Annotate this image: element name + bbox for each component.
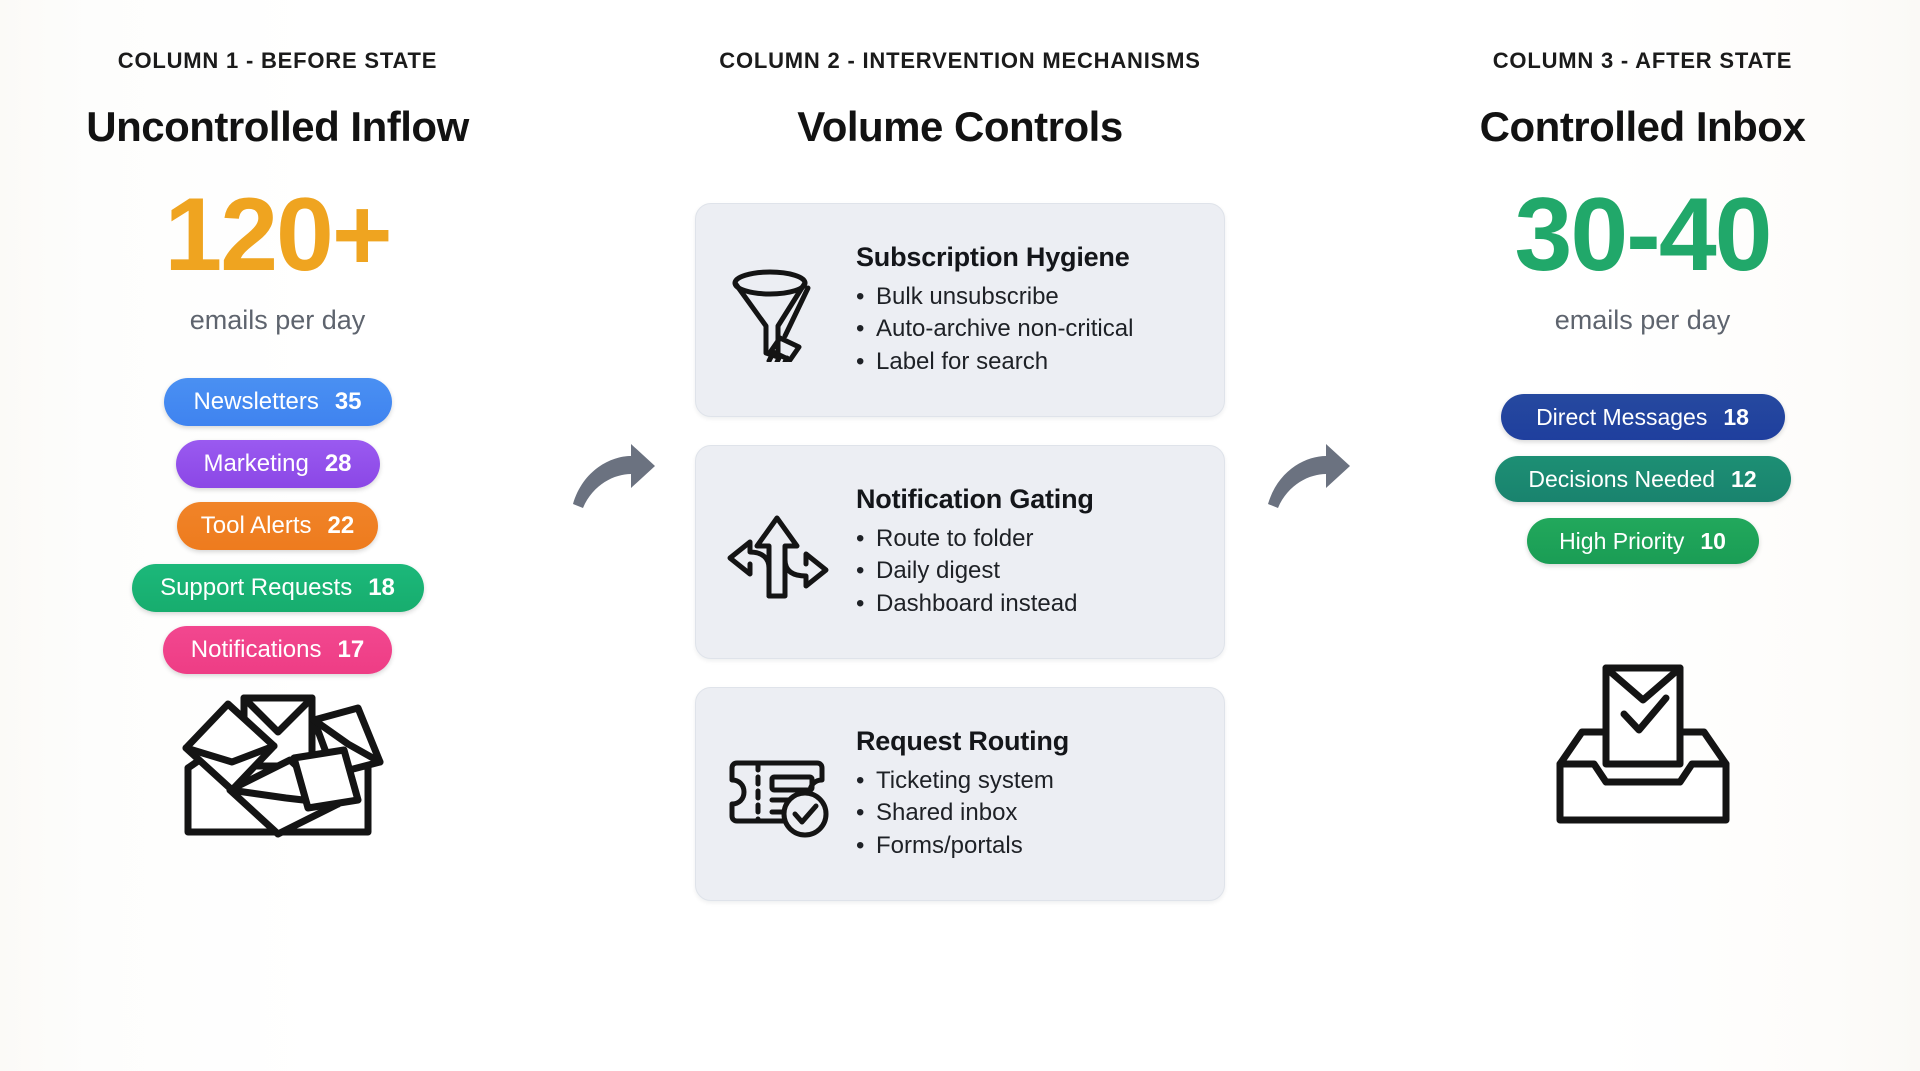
mechanism-card-request-routing[interactable]: Request Routing Ticketing system Shared … [695,687,1225,901]
three-way-arrow-icon [718,493,836,611]
card-3-body: Request Routing Ticketing system Shared … [856,726,1198,863]
column-after-state: COLUMN 3 - AFTER STATE Controlled Inbox … [1365,0,1920,1071]
messy-mailbox-illustration [0,662,555,840]
before-pill-2-count: 28 [324,450,352,477]
before-pill-4-count: 18 [368,574,395,601]
messy-mailbox-icon [182,694,383,838]
before-pill-2[interactable]: Marketing 28 [175,440,380,488]
before-pill-4[interactable]: Support Requests 18 [131,564,424,612]
card-3-title: Request Routing [856,725,1069,756]
column-1-kicker: COLUMN 1 - BEFORE STATE [117,48,438,73]
funnel-broom-icon [718,251,836,369]
card-3-bullet-1: Ticketing system [856,765,1198,798]
after-pill-1-count: 18 [1723,403,1749,430]
before-pill-3-label: Tool Alerts [200,512,312,539]
after-pill-2-label: Decisions Needed [1528,465,1716,492]
card-1-bullet-2: Auto-archive non-critical [856,313,1198,346]
after-pill-2[interactable]: Decisions Needed 12 [1494,456,1791,502]
after-pill-2-count: 12 [1731,465,1757,492]
flow-arrow-1-icon [572,444,655,508]
after-pill-3-count: 10 [1700,527,1726,554]
card-2-bullets: Route to folder Daily digest Dashboard i… [856,523,1198,621]
after-pill-3[interactable]: High Priority 10 [1526,518,1759,564]
card-2-bullet-2: Daily digest [856,555,1198,588]
before-pill-4-label: Support Requests [160,574,353,601]
column-intervention-mechanisms: COLUMN 2 - INTERVENTION MECHANISMS Volum… [670,0,1250,1071]
before-stat-value: 120+ [164,177,392,293]
card-2-body: Notification Gating Route to folder Dail… [856,484,1198,621]
card-1-body: Subscription Hygiene Bulk unsubscribe Au… [856,242,1198,379]
column-2-title: Volume Controls [797,103,1123,150]
column-1-title: Uncontrolled Inflow [86,103,469,150]
after-stat-value: 30-40 [1514,177,1773,293]
before-pill-1[interactable]: Newsletters 35 [163,378,392,426]
card-1-bullet-1: Bulk unsubscribe [856,281,1198,314]
ticket-check-icon [718,735,836,853]
column-3-title: Controlled Inbox [1479,103,1806,150]
mechanism-card-subscription-hygiene[interactable]: Subscription Hygiene Bulk unsubscribe Au… [695,203,1225,417]
flow-arrow-2 [1262,442,1354,519]
column-2-kicker: COLUMN 2 - INTERVENTION MECHANISMS [719,48,1201,73]
card-1-bullets: Bulk unsubscribe Auto-archive non-critic… [856,281,1198,379]
column-before-state: COLUMN 1 - BEFORE STATE Uncontrolled Inf… [0,0,555,1071]
before-pill-5-label: Notifications [190,636,322,663]
before-pill-1-label: Newsletters [193,388,319,415]
before-pill-1-count: 35 [334,388,362,415]
flow-arrow-1 [567,442,659,519]
after-pill-3-label: High Priority [1559,527,1685,554]
card-3-bullet-3: Forms/portals [856,830,1198,863]
card-3-bullets: Ticketing system Shared inbox Forms/port… [856,765,1198,863]
organized-inbox-tray-icon [1556,664,1729,824]
card-1-bullet-3: Label for search [856,346,1198,379]
after-pill-1[interactable]: Direct Messages 18 [1500,394,1785,440]
mechanism-card-notification-gating[interactable]: Notification Gating Route to folder Dail… [695,445,1225,659]
after-pill-1-label: Direct Messages [1536,403,1708,430]
before-pill-5-count: 17 [337,636,365,663]
arrow-column-1 [555,0,670,1071]
card-3-bullet-2: Shared inbox [856,797,1198,830]
card-2-bullet-1: Route to folder [856,523,1198,556]
organized-inbox-illustration [1365,660,1920,828]
before-pill-3-count: 22 [327,512,355,539]
before-pill-5[interactable]: Notifications 17 [163,626,392,674]
card-1-title: Subscription Hygiene [856,241,1130,272]
before-pill-2-label: Marketing [203,450,309,477]
column-3-kicker: COLUMN 3 - AFTER STATE [1492,48,1793,73]
flow-arrow-2-icon [1267,444,1350,508]
before-pill-3[interactable]: Tool Alerts 22 [177,502,378,550]
before-stat-label: emails per day [189,305,366,335]
card-2-title: Notification Gating [856,483,1094,514]
card-2-bullet-3: Dashboard instead [856,588,1198,621]
after-stat-label: emails per day [1554,305,1731,335]
arrow-column-2 [1250,0,1365,1071]
mechanism-card-list: Subscription Hygiene Bulk unsubscribe Au… [670,203,1250,901]
